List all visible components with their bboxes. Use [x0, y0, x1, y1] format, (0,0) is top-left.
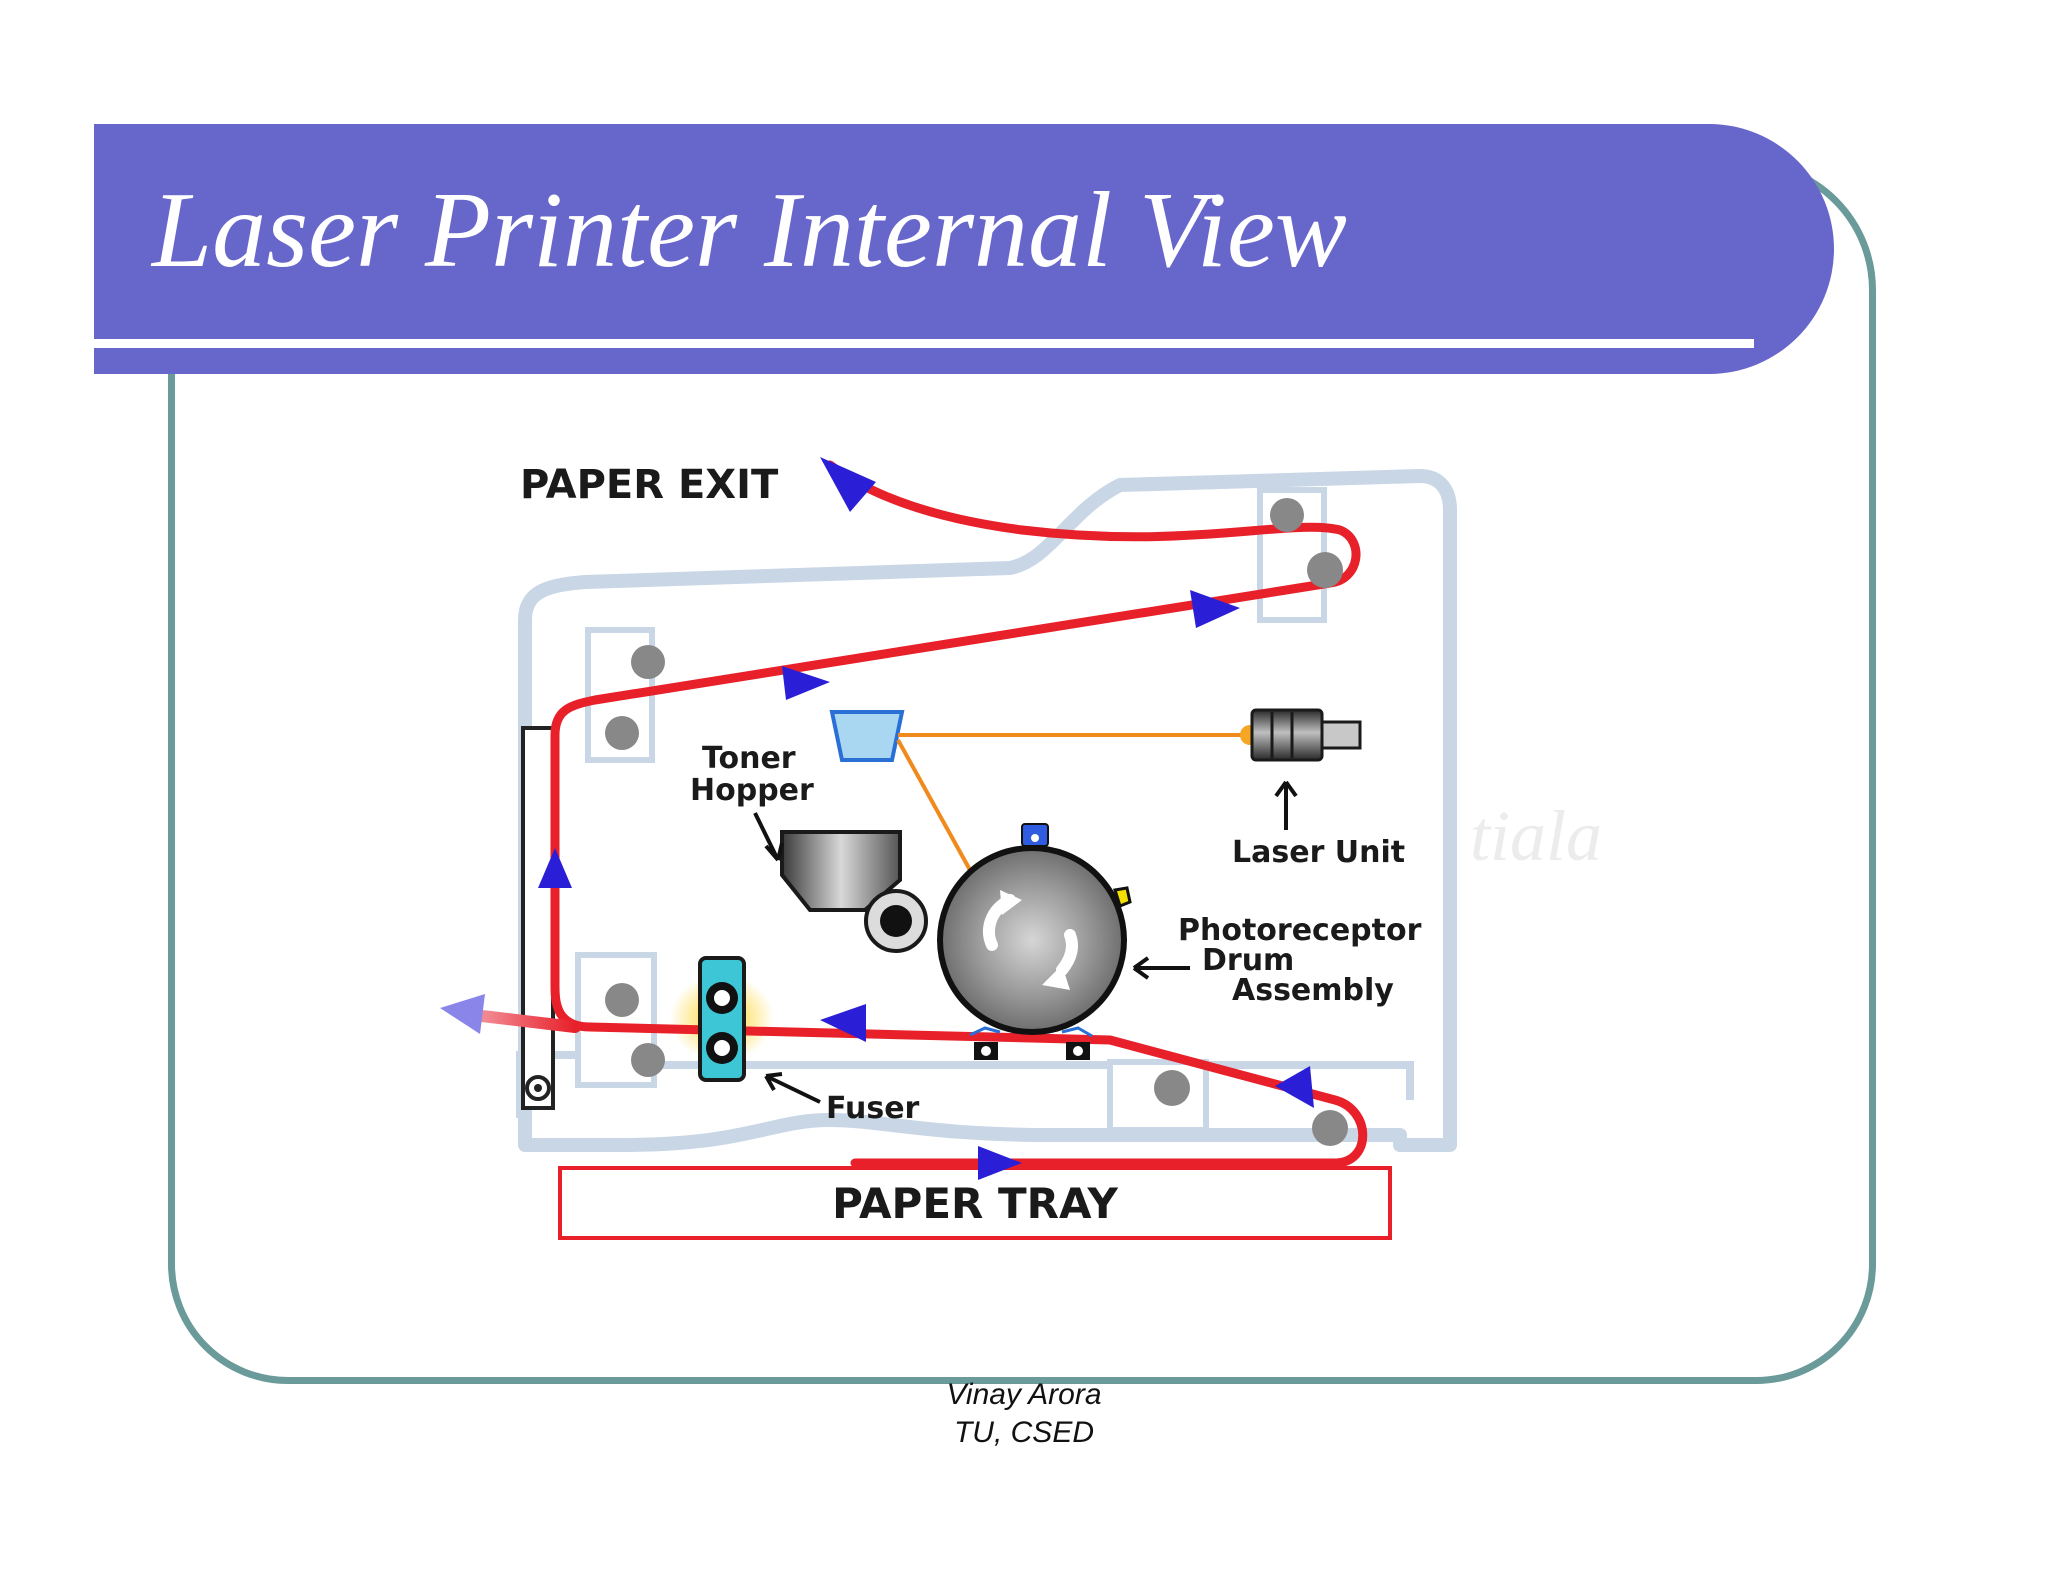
footer-author: Vinay Arora	[946, 1378, 1102, 1411]
laser-unit	[1240, 708, 1362, 762]
fuser	[698, 956, 746, 1082]
flow-arrow-right-top	[1190, 590, 1240, 628]
title-bar	[94, 124, 1834, 374]
label-fuser: Fuser	[826, 1091, 920, 1126]
title-underline	[94, 339, 1754, 348]
flow-arrow-exit	[820, 457, 876, 512]
flow-arrow-up	[538, 848, 572, 888]
label-toner-line2: Hopper	[690, 773, 814, 808]
flow-arrow-tray	[978, 1146, 1022, 1180]
slide-title: Laser Printer Internal View	[152, 171, 1347, 290]
photoreceptor-drum	[937, 823, 1132, 1060]
roller	[1270, 498, 1304, 532]
flow-arrow-right-upper	[782, 666, 830, 700]
label-paper-exit: PAPER EXIT	[520, 462, 779, 508]
developer-roller-hub	[880, 905, 912, 937]
label-drum-line1: Photoreceptor	[1178, 913, 1422, 948]
roller	[1307, 552, 1343, 588]
roller	[605, 716, 639, 750]
roller	[605, 983, 639, 1017]
flow-arrow-return	[1275, 1066, 1314, 1108]
roller	[1154, 1070, 1190, 1106]
roller	[631, 645, 665, 679]
roller-housing-bottom-right	[1107, 1059, 1209, 1133]
paper-tray	[558, 1166, 1392, 1240]
developer-unit	[780, 830, 902, 912]
pointer-arrow-laser	[1274, 780, 1298, 830]
watermark-text: tiala	[1470, 796, 1602, 876]
laser-beam-reflected	[896, 739, 972, 871]
roller	[631, 1043, 665, 1077]
toner-hopper	[829, 710, 905, 762]
label-paper-tray: PAPER TRAY	[832, 1179, 1118, 1228]
laser-printer-diagram: tiala	[440, 457, 1602, 1240]
flow-arrow-left-fuser	[820, 1004, 866, 1042]
printer-chassis	[518, 469, 1457, 1152]
manual-feed-slot	[521, 726, 555, 1110]
pointer-arrow-drum	[1132, 956, 1190, 980]
feed-slot-roller-hub	[534, 1084, 542, 1092]
label-toner-line1: Toner	[702, 741, 796, 776]
pointer-arrow-toner	[753, 812, 784, 862]
label-drum-line3: Assembly	[1232, 973, 1394, 1008]
pointer-arrow-fuser	[764, 1072, 821, 1104]
label-laser-unit: Laser Unit	[1232, 835, 1405, 870]
flow-arrow-side-exit	[440, 994, 485, 1034]
paper-exit-side	[459, 1008, 581, 1033]
footer-department: TU, CSED	[953, 1416, 1094, 1449]
label-drum-line2: Drum	[1202, 943, 1294, 978]
roller	[1312, 1110, 1348, 1146]
